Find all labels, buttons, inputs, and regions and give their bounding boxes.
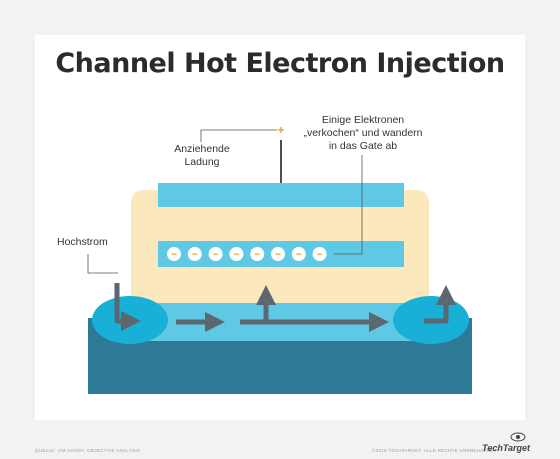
control-gate <box>158 183 404 207</box>
electron-4 <box>229 247 244 261</box>
high-current-label: Hochstrom <box>57 236 108 248</box>
electron-7 <box>291 247 306 261</box>
electron-sign: − <box>233 250 239 261</box>
electron-6 <box>271 247 285 261</box>
current-leader-line <box>87 254 118 274</box>
electron-sign: − <box>171 250 177 261</box>
electron-3 <box>208 247 223 261</box>
electron-1 <box>167 247 181 261</box>
diagram-title: Channel Hot Electron Injection <box>55 48 505 79</box>
electron-sign: − <box>317 250 323 261</box>
techtarget-eye-icon <box>510 432 526 442</box>
drain-exit-arrow <box>424 285 456 324</box>
plus-sign: + <box>277 123 284 137</box>
electron-sign: − <box>296 250 302 261</box>
electrons-leader-line <box>334 155 363 255</box>
electron-sign: − <box>213 250 219 261</box>
electrons-boil-label: Einige Elektronen „verkochen“ und wander… <box>303 114 423 152</box>
charge-leader-line <box>200 129 277 142</box>
source-entry-arrow <box>114 283 141 331</box>
electron-8 <box>312 247 327 261</box>
source-footnote: QUELLE: JIM HANDY, OBJECTIVE ANALYSIS <box>35 448 141 453</box>
copyright-footnote: ©2018 TECHTARGET. ALLE RECHTE VORBEHALTE… <box>372 448 498 453</box>
brand-logo-text: TechTarget <box>482 443 530 453</box>
attractive-charge-label: Anziehende Ladung <box>174 143 230 168</box>
injection-arrow-1 <box>246 285 276 325</box>
electron-sign: − <box>254 250 260 261</box>
electron-5 <box>250 247 265 261</box>
electrons-group: −−−−−−−− <box>167 247 327 261</box>
electron-sign: − <box>275 250 281 261</box>
electron-sign: − <box>192 250 198 261</box>
electron-2 <box>187 247 202 261</box>
